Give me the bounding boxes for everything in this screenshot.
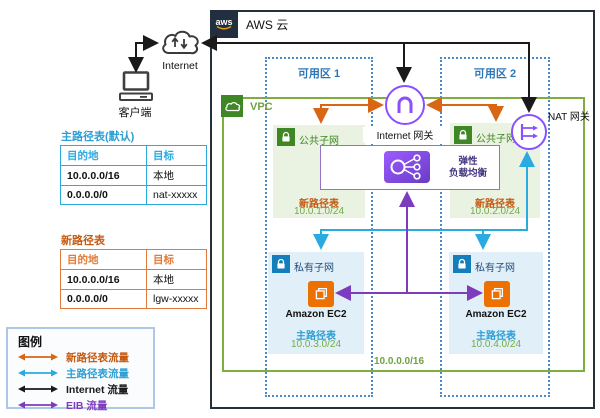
private-subnet-az2: 私有子网 Amazon EC2 主路径表 10.0.4.0/24	[449, 252, 543, 354]
private-subnet-az1-label: 私有子网	[294, 263, 334, 274]
elb-icon	[384, 151, 430, 183]
cell-target: 本地	[146, 269, 207, 290]
double-arrow-icon	[18, 353, 58, 361]
internet-gateway-icon	[385, 85, 425, 125]
private-subnet-az1: 私有子网 Amazon EC2 主路径表 10.0.3.0/24	[268, 252, 364, 354]
ec2-label-az1: Amazon EC2	[285, 309, 347, 320]
az1-label: 可用区 1	[297, 68, 341, 80]
legend-label: EIB 流量	[66, 399, 108, 412]
private-subnet-lock-icon	[453, 255, 471, 273]
legend-box: 图例 新路径表流量 主路径表流量 Internet 流量	[6, 327, 155, 412]
elb-label: 弹性 负载均衡	[438, 149, 498, 187]
cell-dest: 10.0.0.0/16	[60, 269, 147, 290]
internet-gateway-label: Internet 网关	[363, 127, 447, 142]
az2-label: 可用区 2	[473, 68, 517, 80]
private-subnet-az1-cidr: 10.0.3.0/24	[290, 339, 342, 350]
ec2-label-az2: Amazon EC2	[465, 309, 527, 320]
private-subnet-az2-cidr: 10.0.4.0/24	[470, 339, 522, 350]
public-subnet-az1-cidr: 10.0.1.0/24	[293, 206, 345, 217]
double-arrow-icon	[18, 369, 58, 377]
legend-title: 图例	[18, 335, 43, 349]
main-route-table: 目的地 目标 10.0.0.0/16 本地 0.0.0.0/0 nat-xxxx…	[60, 145, 207, 205]
nat-gateway-label: NAT 网关	[548, 112, 590, 123]
elb-label-line2: 负载均衡	[448, 168, 487, 179]
public-subnet-lock-icon	[454, 126, 472, 144]
main-route-table-title: 主路径表(默认)	[61, 131, 135, 143]
elb-label-line1: 弹性	[458, 156, 478, 167]
ec2-icon-az2	[484, 281, 510, 307]
vpc-cidr: 10.0.0.0/16	[373, 356, 425, 367]
double-arrow-icon	[18, 401, 58, 409]
ec2-icon-az1	[308, 281, 334, 307]
client-computer-icon	[116, 71, 156, 108]
header-target: 目标	[146, 249, 207, 270]
legend-label: 主路径表流量	[66, 367, 129, 380]
legend-label: 新路径表流量	[66, 351, 129, 364]
legend-item-new-route-flow: 新路径表流量	[18, 351, 129, 364]
cell-dest: 10.0.0.0/16	[60, 165, 147, 186]
public-subnet-az1-label: 公共子网	[299, 136, 339, 147]
new-route-table: 目的地 目标 10.0.0.0/16 本地 0.0.0.0/0 lgw-xxxx…	[60, 249, 207, 309]
table-row: 10.0.0.0/16 本地	[60, 165, 207, 186]
header-destination: 目的地	[60, 249, 147, 270]
legend-item-main-route-flow: 主路径表流量	[18, 367, 129, 380]
internet-label: Internet	[162, 60, 198, 72]
private-subnet-lock-icon	[272, 255, 290, 273]
aws-cloud-title: AWS 云	[246, 18, 289, 32]
cell-dest: 0.0.0.0/0	[60, 185, 147, 205]
public-subnet-az2-cidr: 10.0.2.0/24	[469, 206, 521, 217]
cell-target: 本地	[146, 165, 207, 186]
legend-item-elb-flow: EIB 流量	[18, 399, 108, 412]
private-subnet-az2-label: 私有子网	[475, 263, 515, 274]
internet-cloud-icon	[158, 27, 202, 64]
table-header-row: 目的地 目标	[60, 249, 207, 270]
public-subnet-az2-label: 公共子网	[476, 134, 516, 145]
new-route-table-title: 新路径表	[61, 235, 105, 247]
public-subnet-lock-icon	[277, 128, 295, 146]
legend-item-internet-flow: Internet 流量	[18, 383, 129, 396]
aws-logo-text: aws	[215, 16, 233, 27]
aws-smile-icon	[216, 25, 232, 29]
legend-label: Internet 流量	[66, 383, 129, 396]
aws-logo-icon: aws	[210, 10, 238, 38]
cell-target: lgw-xxxxx	[146, 289, 207, 309]
private-subnet-az1-route-label: 主路径表	[296, 331, 336, 342]
vpc-icon	[221, 95, 243, 117]
cell-dest: 0.0.0.0/0	[60, 289, 147, 309]
table-row: 0.0.0.0/0 nat-xxxxx	[60, 185, 207, 205]
table-row: 10.0.0.0/16 本地	[60, 269, 207, 290]
table-header-row: 目的地 目标	[60, 145, 207, 166]
vpc-cloud-glyph	[225, 102, 241, 112]
nat-gateway-icon	[511, 114, 547, 150]
table-row: 0.0.0.0/0 lgw-xxxxx	[60, 289, 207, 309]
header-target: 目标	[146, 145, 207, 166]
cell-target: nat-xxxxx	[146, 185, 207, 205]
vpc-label: VPC	[250, 101, 273, 113]
client-label: 客户端	[118, 107, 152, 119]
double-arrow-icon	[18, 385, 58, 393]
header-destination: 目的地	[60, 145, 147, 166]
private-subnet-az2-route-label: 主路径表	[476, 331, 516, 342]
